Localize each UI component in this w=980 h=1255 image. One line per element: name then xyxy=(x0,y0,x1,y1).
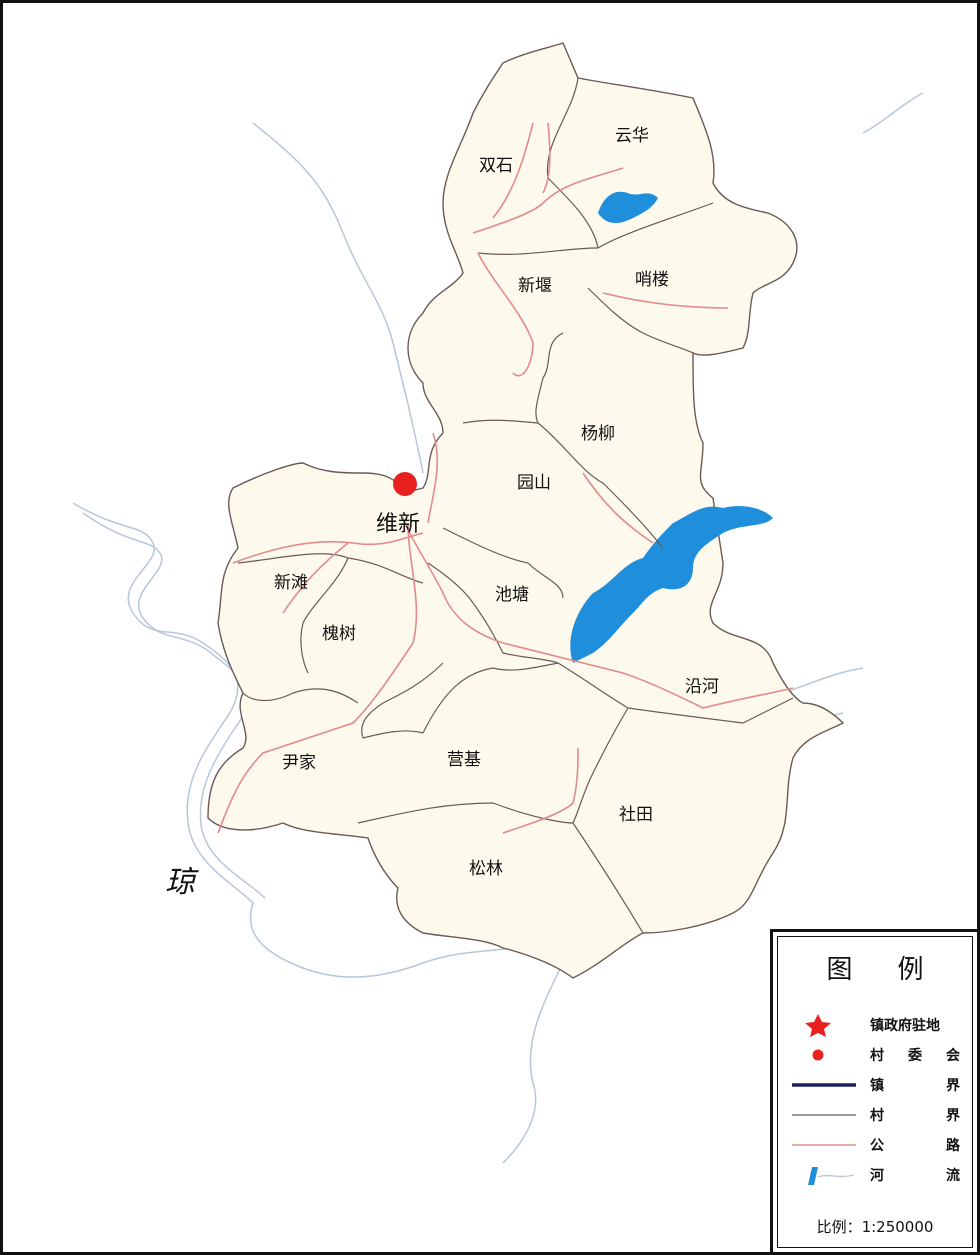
legend-text-village-border-1: 村 xyxy=(870,1108,884,1124)
village-label-shaolou: 哨楼 xyxy=(635,270,669,290)
road-line-icon xyxy=(792,1144,856,1146)
village-label-xinyan: 新堰 xyxy=(518,276,552,296)
village-label-chitang: 池塘 xyxy=(495,585,529,605)
lake-large xyxy=(570,506,773,663)
legend-item-town-seat: 镇政府驻地 xyxy=(788,1013,960,1037)
village-label-yangliu: 杨柳 xyxy=(581,424,615,444)
legend-item-river: 河 流 xyxy=(788,1163,960,1187)
village-label-yuanshan: 园山 xyxy=(517,473,551,493)
legend-inner-frame: 图 例 镇政府驻地 村 委 会 xyxy=(777,936,973,1248)
legend-text-road-2: 路 xyxy=(946,1138,960,1154)
river-label: 琼 xyxy=(165,865,199,900)
village-label-yanhe: 沿河 xyxy=(685,677,719,697)
legend-text-road-1: 公 xyxy=(870,1138,884,1154)
scale-label: 比例：1:250000 xyxy=(816,1218,934,1236)
village-label-songlin: 松林 xyxy=(469,859,503,879)
legend-text-village-border-2: 界 xyxy=(946,1108,960,1124)
legend-title-right: 例 xyxy=(897,955,924,985)
streams xyxy=(72,92,924,1164)
legend-text-committee-3: 会 xyxy=(946,1048,960,1064)
village-label-yinjia: 尹家 xyxy=(282,753,316,773)
village-label-yunhua: 云华 xyxy=(615,126,649,146)
star-icon xyxy=(805,1014,831,1037)
road-main xyxy=(402,517,794,709)
village-label-huaishu: 槐树 xyxy=(322,624,356,644)
legend-text-river-2: 流 xyxy=(946,1168,960,1184)
lake-small xyxy=(598,191,658,223)
river-icon xyxy=(808,1167,855,1185)
map-canvas[interactable]: 双石 云华 新堰 哨楼 杨柳 园山 池塘 新滩 槐树 沿河 尹家 营基 社田 松… xyxy=(3,3,980,1255)
legend-item-village-committee: 村 委 会 xyxy=(788,1043,960,1067)
roads xyxy=(217,122,794,834)
border-south-west xyxy=(242,688,359,704)
legend-title: 图 例 xyxy=(778,949,972,986)
village-label-shuangshi: 双石 xyxy=(479,156,513,176)
legend-text-town-border-2: 界 xyxy=(946,1078,960,1094)
legend-text-town-seat: 镇政府驻地 xyxy=(870,1018,940,1034)
legend-text-town-border-1: 镇 xyxy=(870,1078,884,1094)
village-label-xintan: 新滩 xyxy=(274,573,308,593)
village-label-shetian: 社田 xyxy=(619,805,653,825)
legend-title-left: 图 xyxy=(826,955,853,985)
village-borders xyxy=(237,77,794,934)
legend-text-committee-2: 委 xyxy=(908,1048,922,1064)
village-label-yingji: 营基 xyxy=(447,750,481,770)
legend-item-village-border: 村 界 xyxy=(788,1103,960,1127)
legend-panel: 图 例 镇政府驻地 村 委 会 xyxy=(770,929,977,1252)
village-committee-dot[interactable] xyxy=(393,472,417,496)
town-seat-label: 维新 xyxy=(376,512,420,537)
river-qiong xyxy=(72,502,544,978)
legend-item-road: 公 路 xyxy=(788,1133,960,1157)
legend-item-town-border: 镇 界 xyxy=(788,1073,960,1097)
legend-text-committee-1: 村 xyxy=(870,1048,884,1064)
town-border-line-icon xyxy=(792,1083,856,1087)
legend-text-river-1: 河 xyxy=(870,1168,884,1184)
dot-icon xyxy=(812,1049,824,1061)
village-border-line-icon xyxy=(792,1114,856,1116)
town-land xyxy=(207,42,845,979)
